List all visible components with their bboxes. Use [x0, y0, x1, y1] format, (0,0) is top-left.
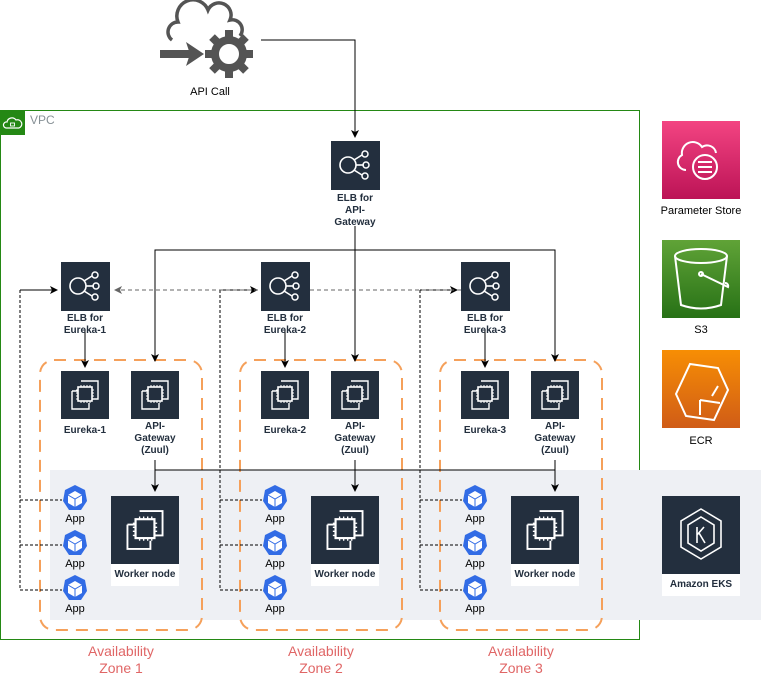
app-label: App [465, 603, 485, 615]
elb-gateway-label: ELB for API- Gateway [334, 193, 376, 228]
availability-zone-1-label: Availability Zone 1 [88, 643, 154, 676]
api-call-label: API Call [190, 86, 230, 98]
worker-node-3-tile[interactable] [511, 496, 579, 564]
elb-eureka-1-label: ELB for Eureka-1 [63, 313, 107, 336]
app-label: App [65, 513, 85, 525]
app-label: App [65, 603, 85, 615]
eureka-1-label: Eureka-1 [63, 425, 107, 436]
eureka-3-label: Eureka-3 [463, 425, 507, 436]
availability-zone-2-boundary [239, 359, 403, 631]
connectors [20, 39, 559, 492]
app-label: App [265, 513, 285, 525]
s3-bucket-icon [674, 248, 730, 310]
elb-eureka-2-label: ELB for Eureka-2 [263, 313, 307, 336]
app-label: App [265, 558, 285, 570]
eureka-1-tile[interactable] [61, 371, 109, 419]
elb-eureka-3-label: ELB for Eureka-3 [463, 313, 507, 336]
app-label: App [265, 603, 285, 615]
vpc-cloud-icon [2, 117, 23, 129]
ecr-label: ECR [689, 435, 713, 447]
parameter-store-label: Parameter Store [660, 205, 742, 217]
eureka-3-tile[interactable] [461, 371, 509, 419]
gateway-3-label: API- Gateway (Zuul) [534, 421, 576, 456]
gateway-2-tile[interactable] [331, 371, 379, 419]
availability-zone-1-boundary [39, 359, 203, 631]
gateway-3-tile[interactable] [531, 371, 579, 419]
app-label: App [465, 558, 485, 570]
eureka-2-tile[interactable] [261, 371, 309, 419]
ecr-icon [674, 362, 730, 422]
parameter-store-icon [676, 141, 718, 180]
worker-node-2-tile[interactable] [311, 496, 379, 564]
worker-node-2-label: Worker node [311, 569, 379, 580]
availability-zone-3-boundary [439, 359, 603, 631]
availability-zone-3-label: Availability Zone 3 [488, 643, 554, 676]
eureka-2-label: Eureka-2 [263, 425, 307, 436]
worker-node-1-label: Worker node [111, 569, 179, 580]
worker-node-1-tile[interactable] [111, 496, 179, 564]
gateway-1-tile[interactable] [131, 371, 179, 419]
vpc-label: VPC [30, 113, 55, 127]
app-label: App [465, 513, 485, 525]
app-dashed-connectors [19, 290, 462, 591]
connector-api-to-elb [261, 39, 359, 138]
s3-tile[interactable] [662, 240, 740, 318]
cloud-gear-icon [160, 0, 253, 78]
gateway-2-label: API- Gateway (Zuul) [334, 421, 376, 456]
app-label: App [65, 558, 85, 570]
parameter-store-tile[interactable] [662, 121, 740, 199]
vpc-boundary [0, 110, 640, 640]
availability-zone-2-label: Availability Zone 2 [288, 643, 354, 676]
eks-label: Amazon EKS [662, 579, 740, 590]
worker-node-3-label: Worker node [511, 569, 579, 580]
eks-icon [680, 508, 722, 560]
gateway-1-label: API- Gateway (Zuul) [134, 421, 176, 456]
s3-label: S3 [694, 324, 708, 336]
